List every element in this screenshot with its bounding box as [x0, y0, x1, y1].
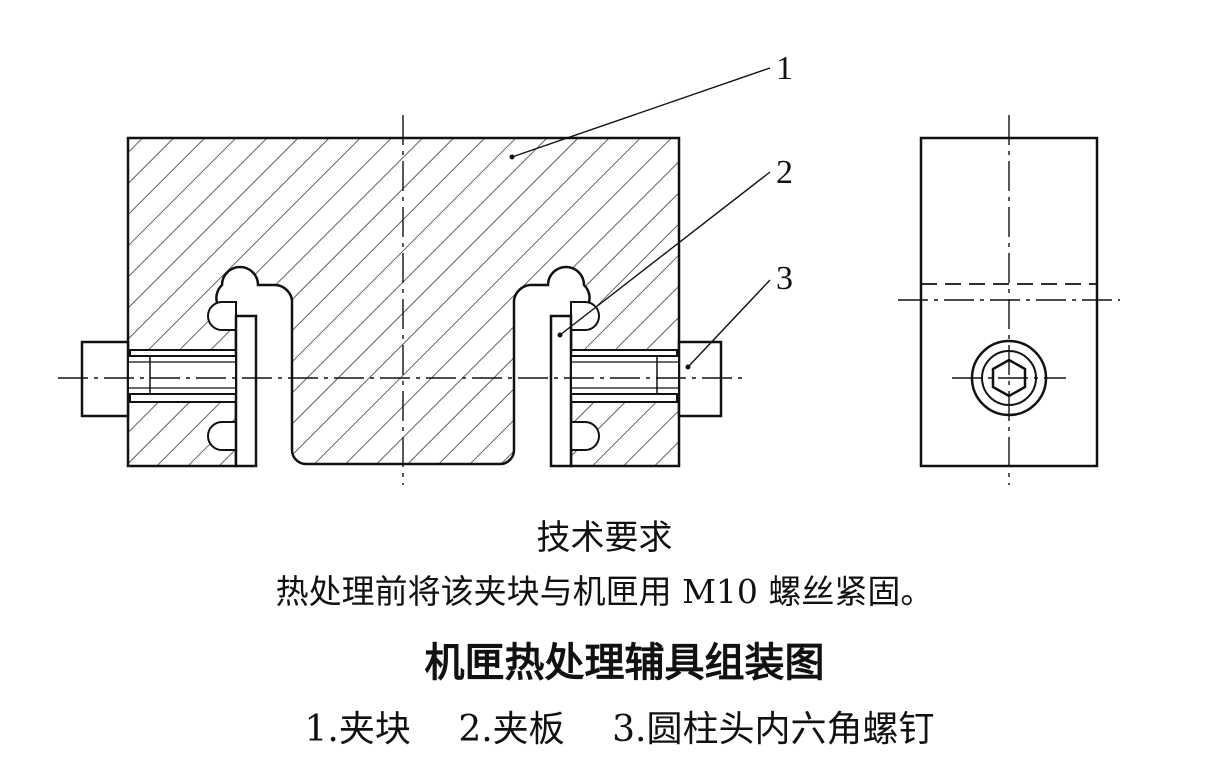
drawing-title: 机匣热处理辅具组装图 [424, 640, 825, 686]
part-2-label: 2.夹板 [458, 709, 565, 750]
parts-list: 1.夹块 2.夹板 3.圆柱头内六角螺钉 [15, 700, 1209, 752]
front-section-view [58, 115, 748, 485]
left-lower-pocket [207, 421, 237, 451]
left-clamp-plate [234, 314, 258, 468]
left-screw [80, 340, 237, 418]
right-clamp-plate [549, 314, 573, 468]
part-1-label: 1.夹块 [304, 709, 411, 750]
leader-lines [509, 67, 771, 370]
left-upper-pocket [207, 301, 237, 331]
hex-socket [991, 358, 1027, 398]
screw-head-inner [981, 350, 1037, 406]
side-view [898, 115, 1120, 485]
callout-3: 3 [776, 260, 793, 297]
right-lower-pocket [570, 421, 600, 451]
callout-1: 1 [776, 50, 793, 87]
callout-2: 2 [776, 154, 793, 191]
technical-requirements-title: 技术要求 [536, 518, 673, 558]
part-3-label: 3.圆柱头内六角螺钉 [612, 709, 935, 750]
right-screw [570, 340, 723, 418]
technical-requirements-text: 热处理前将该夹块与机匣用 M10 螺丝紧固。 [275, 572, 934, 611]
screw-head-outer [970, 339, 1048, 417]
